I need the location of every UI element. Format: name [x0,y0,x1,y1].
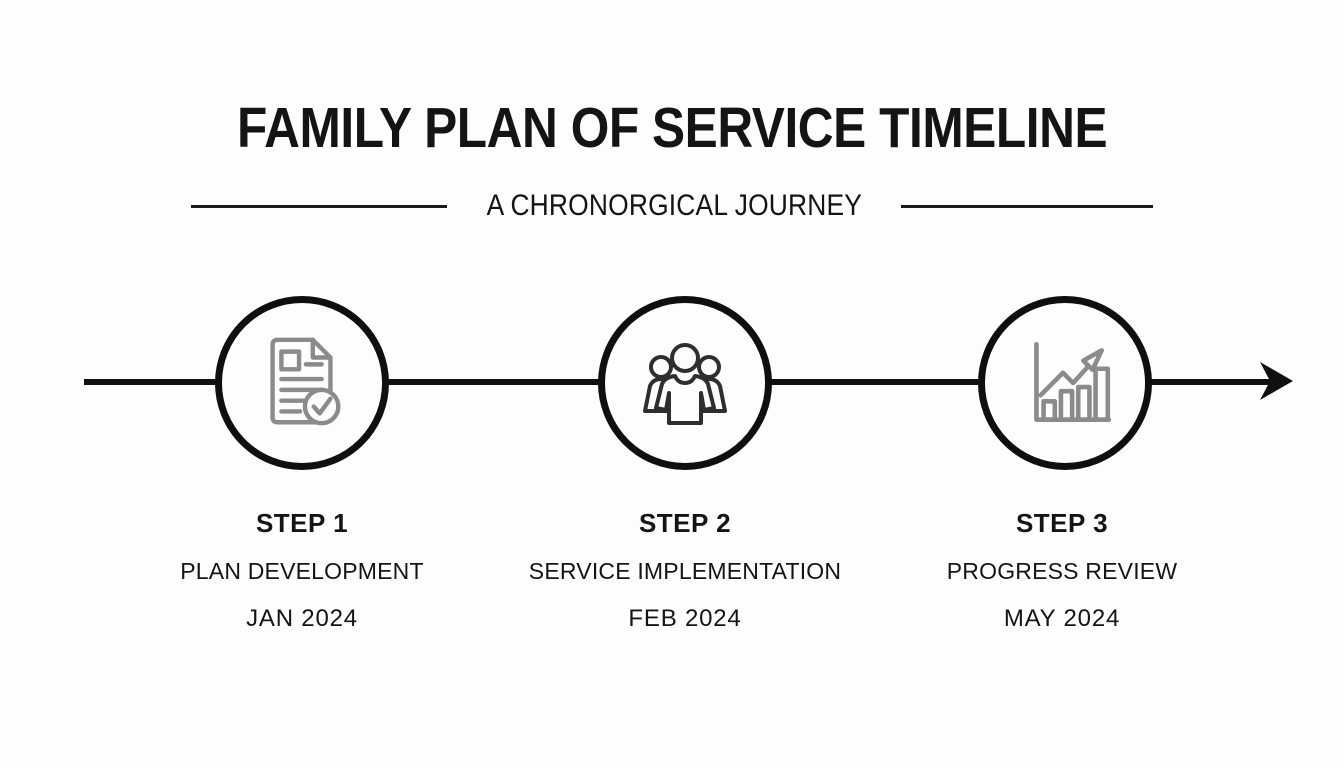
step-3-date: MAY 2024 [1003,605,1121,632]
step-3-name: PROGRESS REVIEW [946,558,1178,584]
bar-chart-growth-icon [1034,341,1112,422]
timeline-arrowhead-icon [1260,362,1293,400]
step-3-title: STEP 3 [1015,508,1109,538]
step-2-date: FEB 2024 [628,605,742,632]
step-1-label-block: STEP 1 PLAN DEVELOPMENT JAN 2024 [112,508,492,633]
subtitle-left-rule [190,204,447,208]
timeline-node-step-3 [978,296,1152,470]
step-2-label-block: STEP 2 SERVICE IMPLEMENTATION FEB 2024 [495,508,875,633]
step-3-label-block: STEP 3 PROGRESS REVIEW MAY 2024 [872,508,1252,633]
timeline-node-step-1 [215,296,389,470]
timeline-node-step-2 [598,296,772,470]
subtitle-right-rule [901,204,1154,208]
subtitle-row: A CHRONORGICAL JOURNEY [0,189,1344,223]
step-2-title: STEP 2 [638,508,732,538]
step-1-date: JAN 2024 [246,605,358,632]
step-1-title: STEP 1 [255,508,349,538]
step-1-name: PLAN DEVELOPMENT [180,558,424,584]
subtitle-text: A CHRONORGICAL JOURNEY [486,189,862,222]
document-check-icon [270,337,341,426]
people-group-icon [643,343,727,425]
page-title: FAMILY PLAN OF SERVICE TIMELINE [0,100,1344,157]
page-title-text: FAMILY PLAN OF SERVICE TIMELINE [236,96,1108,160]
step-2-name: SERVICE IMPLEMENTATION [528,558,842,584]
